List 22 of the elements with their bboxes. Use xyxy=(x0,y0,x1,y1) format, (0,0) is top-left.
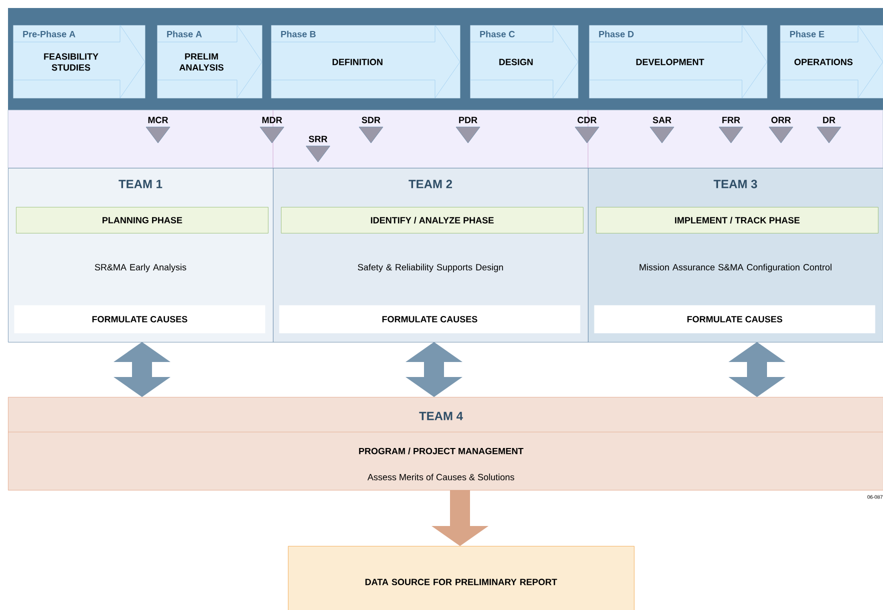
team-heading: TEAM 3 xyxy=(714,180,758,188)
team-description: Safety & Reliability Supports Design xyxy=(358,264,503,272)
team-description: SR&MA Early Analysis xyxy=(94,264,186,272)
team-heading: TEAM 2 xyxy=(408,180,452,188)
team-heading: TEAM 1 xyxy=(118,180,162,188)
phase-banner: Phase B DEFINITION xyxy=(270,24,460,98)
phase-banner: Phase C DESIGN xyxy=(470,24,578,98)
phase-banner: Phase D DEVELOPMENT xyxy=(588,24,768,98)
team-heading: TEAM 4 xyxy=(419,412,463,420)
management-description: Assess Merits of Causes & Solutions xyxy=(368,474,514,480)
cause-box: FORMULATE CAUSES xyxy=(279,305,580,334)
team-description: Mission Assurance S&MA Configuration Control xyxy=(640,264,832,272)
cause-box: FORMULATE CAUSES xyxy=(14,305,266,334)
report-box: DATA SOURCE FOR PRELIMINARY REPORT xyxy=(288,546,634,610)
management-title: PROGRAM / PROJECT MANAGEMENT xyxy=(359,448,524,454)
phase-box: PLANNING PHASE xyxy=(16,207,268,234)
phase-banner: Pre-Phase A FEASIBILITY STUDIES xyxy=(12,24,146,98)
phase-banner: Phase A PRELIM ANALYSIS xyxy=(156,24,262,98)
phase-banner: Phase E OPERATIONS xyxy=(780,24,883,98)
cause-box: FORMULATE CAUSES xyxy=(594,305,876,334)
phase-box: IMPLEMENT / TRACK PHASE xyxy=(596,207,878,234)
phase-box: IDENTIFY / ANALYZE PHASE xyxy=(281,207,584,234)
